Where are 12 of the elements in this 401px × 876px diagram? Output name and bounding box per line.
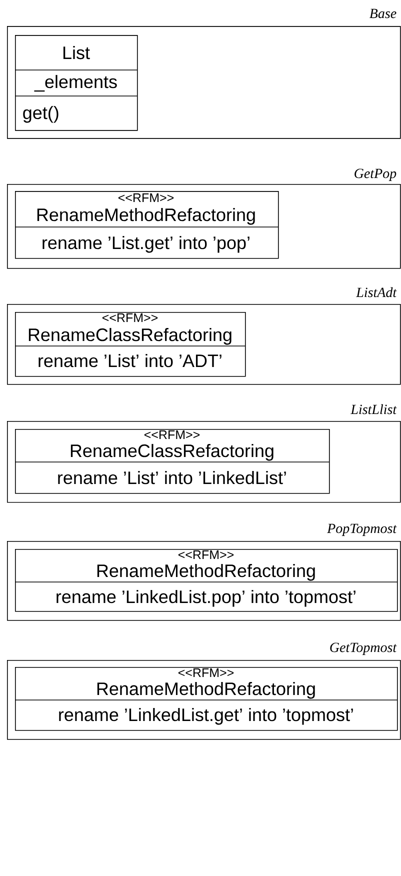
class-box: <<RFM>> RenameMethodRefactoring rename ’LinkedList.pop’ into ’topmost’ [14,549,398,612]
frame-title: GetTopmost [330,642,397,655]
frame-title: Base [370,8,396,18]
frame-title: PopTopmost [327,524,397,536]
frame-title: ListLlist [350,404,397,414]
frame-title: ListAdt [356,287,397,298]
class-box: <<RFM>> RenameClassRefactoring rename ’List’ into ’LinkedList’ [14,429,330,494]
frame-title: GetPop [354,168,396,181]
class-box: List _elements get() [14,35,138,131]
class-box: <<RFM>> RenameClassRefactoring rename ’List’ into ’ADT’ [14,312,246,377]
class-box: <<RFM>> RenameMethodRefactoring rename ’List.get’ into ’pop’ [14,191,279,259]
class-box: <<RFM>> RenameMethodRefactoring rename ’LinkedList.get’ into ’topmost’ [14,667,398,731]
